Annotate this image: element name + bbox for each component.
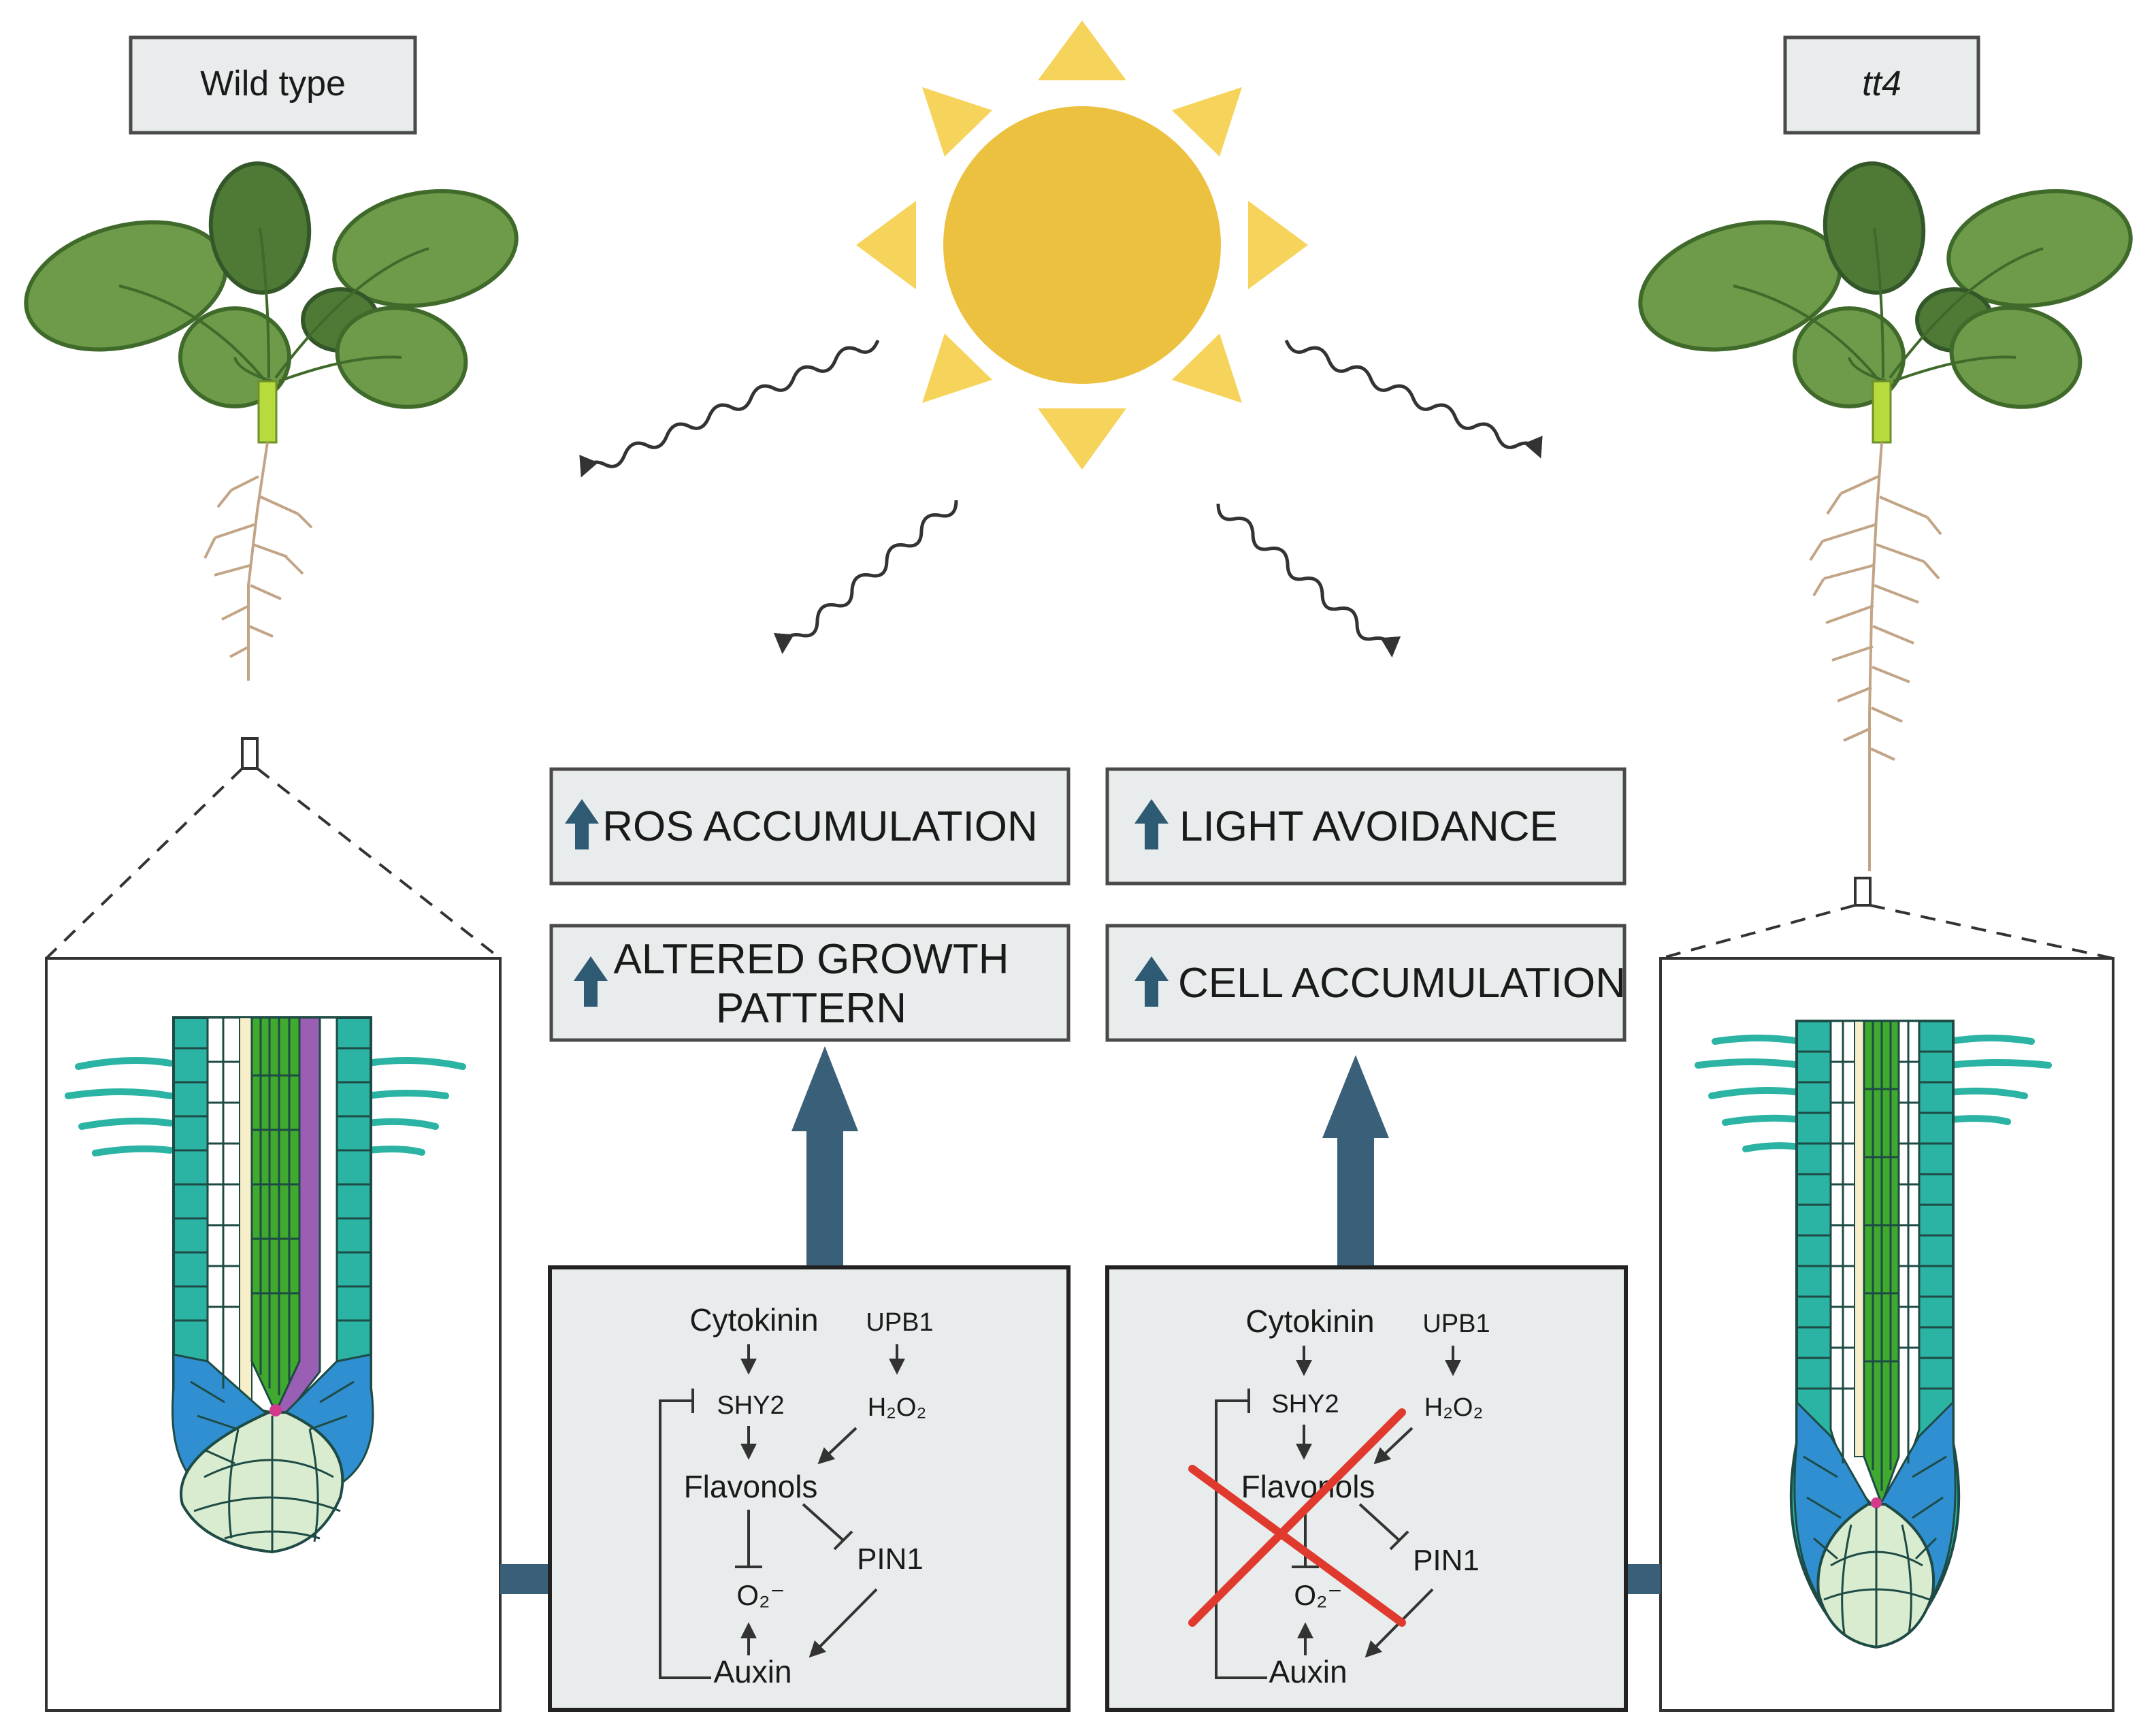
- node-flavonols: Flavonols: [684, 1469, 818, 1504]
- node-cytokinin: Cytokinin: [689, 1302, 818, 1337]
- mutant-label: tt4: [1862, 64, 1901, 103]
- wild-type-seedling: [24, 161, 519, 770]
- effect-cell-accumulation: CELL ACCUMULATION: [1105, 924, 1627, 1042]
- light-ray-icon: [579, 339, 880, 478]
- node-cytokinin: Cytokinin: [1245, 1303, 1374, 1339]
- light-ray-icon: [773, 500, 958, 654]
- mutant-label-box: tt4: [1783, 35, 1980, 135]
- effect-label: ROS ACCUMULATION: [602, 803, 1038, 850]
- mutant-network: Cytokinin UPB1 SHY2 H₂O₂ Flavonols PIN1 …: [1188, 1303, 1490, 1689]
- wild-type-label: Wild type: [200, 64, 346, 103]
- node-upb1: UPB1: [1422, 1310, 1490, 1338]
- node-pin1: PIN1: [1413, 1544, 1480, 1577]
- node-shy2: SHY2: [1271, 1390, 1339, 1418]
- light-ray-icon: [1216, 503, 1401, 658]
- zoom-lines: [45, 767, 2114, 960]
- node-shy2: SHY2: [717, 1391, 784, 1420]
- effect-label: CELL ACCUMULATION: [1178, 960, 1626, 1007]
- node-superoxide: O₂⁻: [1294, 1579, 1342, 1611]
- node-auxin: Auxin: [713, 1654, 791, 1689]
- effect-ros-accumulation: ROS ACCUMULATION: [549, 767, 1071, 886]
- sun-icon: [856, 20, 1308, 470]
- big-up-arrow-icon: [791, 1046, 858, 1267]
- wild-type-pathway-box: [548, 1265, 1071, 1712]
- mutant-pathway-box: [1105, 1265, 1628, 1712]
- up-arrow-icon: [574, 956, 608, 1007]
- node-auxin: Auxin: [1269, 1654, 1347, 1689]
- wild-type-root-tip: [65, 1016, 466, 1554]
- big-up-arrow-icon: [1322, 1055, 1389, 1267]
- node-superoxide: O₂⁻: [736, 1579, 785, 1611]
- effect-altered-growth: ALTERED GROWTH PATTERN: [549, 924, 1071, 1042]
- wild-type-network: Cytokinin UPB1 SHY2 H₂O₂ Flavonols PIN1 …: [659, 1302, 934, 1689]
- node-upb1: UPB1: [866, 1308, 933, 1337]
- effect-label: PATTERN: [716, 985, 906, 1032]
- effect-light-avoidance: LIGHT AVOIDANCE: [1105, 767, 1627, 886]
- node-pin1: PIN1: [857, 1542, 924, 1576]
- mutant-root-tip: [1695, 1020, 2052, 1649]
- effect-label: LIGHT AVOIDANCE: [1179, 803, 1558, 850]
- up-arrow-icon: [565, 799, 599, 849]
- wild-type-label-box: Wild type: [129, 35, 417, 135]
- up-arrow-icon: [1134, 956, 1169, 1007]
- effect-label: ALTERED GROWTH: [614, 936, 1009, 983]
- up-arrow-icon: [1134, 799, 1169, 849]
- node-h2o2: H₂O₂: [1424, 1393, 1484, 1422]
- light-ray-icon: [1284, 339, 1543, 459]
- inhibition-cross-icon: [1188, 1408, 1406, 1627]
- mutant-seedling: [1638, 161, 2133, 907]
- node-h2o2: H₂O₂: [868, 1393, 927, 1422]
- node-flavonols: Flavonols: [1241, 1469, 1375, 1504]
- light-rays: [579, 339, 1543, 658]
